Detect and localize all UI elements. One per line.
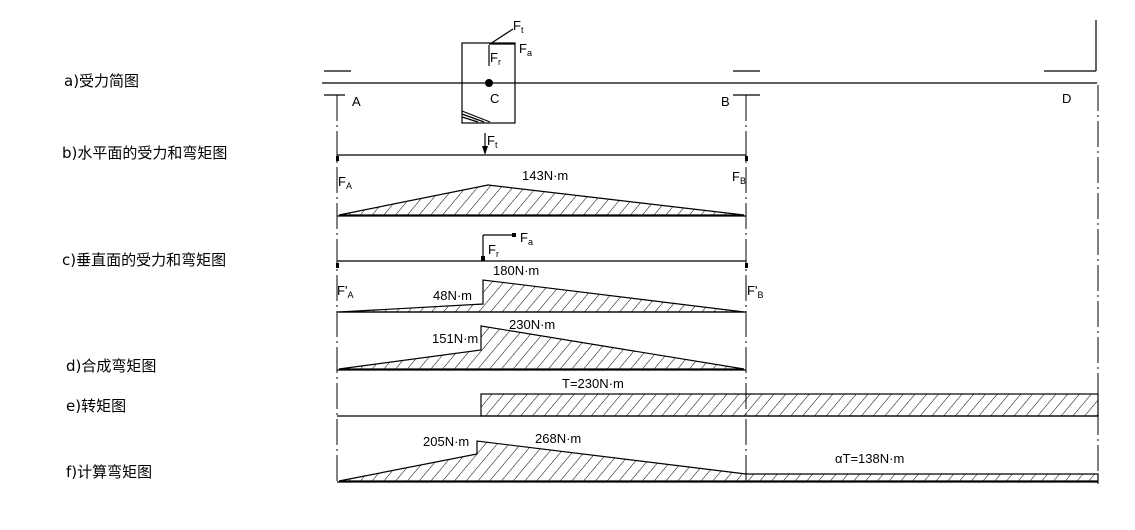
force-fa-label-c: Fa xyxy=(520,230,533,247)
moment-label-205: 205N·m xyxy=(423,434,469,449)
point-d-label: D xyxy=(1062,91,1071,106)
point-c-label: C xyxy=(490,91,499,106)
point-b-label: B xyxy=(721,94,730,109)
combined-moment-diagram: 230N·m 151N·m xyxy=(337,317,746,371)
moment-diagram-horizontal xyxy=(338,184,745,216)
row-label-e: e)转矩图 xyxy=(66,397,126,415)
arrow-down-icon xyxy=(482,146,488,155)
force-ft-label: Ft xyxy=(513,18,524,35)
torque-diagram: T=230N·m xyxy=(337,376,1099,417)
row-label-f: f)计算弯矩图 xyxy=(66,463,152,481)
moment-label-268: 268N·m xyxy=(535,431,581,446)
horizontal-plane-diagram: Ft FA FB 143N·m xyxy=(336,133,748,217)
force-fa-label: Fa xyxy=(519,41,532,58)
shaft-sketch: Ft Fa Fr A C B D xyxy=(322,18,1097,124)
force-fr-label-c: Fr xyxy=(488,242,499,259)
row-label-b: b)水平面的受力和弯矩图 xyxy=(62,144,227,162)
vertical-plane-diagram: Fa Fr F'A F'B 180N·m 48N·m xyxy=(336,230,763,313)
moment-label-151: 151N·m xyxy=(432,331,478,346)
moment-label-180: 180N·m xyxy=(493,263,539,278)
row-label-a: a)受力简图 xyxy=(64,72,139,90)
force-fa-support-label: FA xyxy=(338,174,352,191)
gear-c xyxy=(461,42,516,124)
moment-label-143: 143N·m xyxy=(522,168,568,183)
force-fb-prime-label: F'B xyxy=(747,283,763,300)
moment-diagram-vertical xyxy=(338,279,745,313)
moment-diagram-combined xyxy=(338,325,745,370)
gear-center-dot xyxy=(485,79,493,87)
calculated-moment-diagram: 205N·m 268N·m αT=138N·m xyxy=(337,431,1099,483)
force-fb-support-label: FB xyxy=(732,169,746,186)
moment-label-alpha-t: αT=138N·m xyxy=(835,451,904,466)
torque-label: T=230N·m xyxy=(562,376,624,391)
row-label-d: d)合成弯矩图 xyxy=(66,357,156,375)
force-fr-label: Fr xyxy=(490,50,501,67)
row-label-c: c)垂直面的受力和弯矩图 xyxy=(62,251,226,269)
moment-label-230: 230N·m xyxy=(509,317,555,332)
torque-band xyxy=(480,393,1099,417)
point-a-label: A xyxy=(352,94,361,109)
force-ft-label-b: Ft xyxy=(487,133,498,150)
moment-label-48: 48N·m xyxy=(433,288,472,303)
force-fa-prime-label: F'A xyxy=(337,283,353,300)
moment-diagram-calculated xyxy=(338,440,1099,482)
